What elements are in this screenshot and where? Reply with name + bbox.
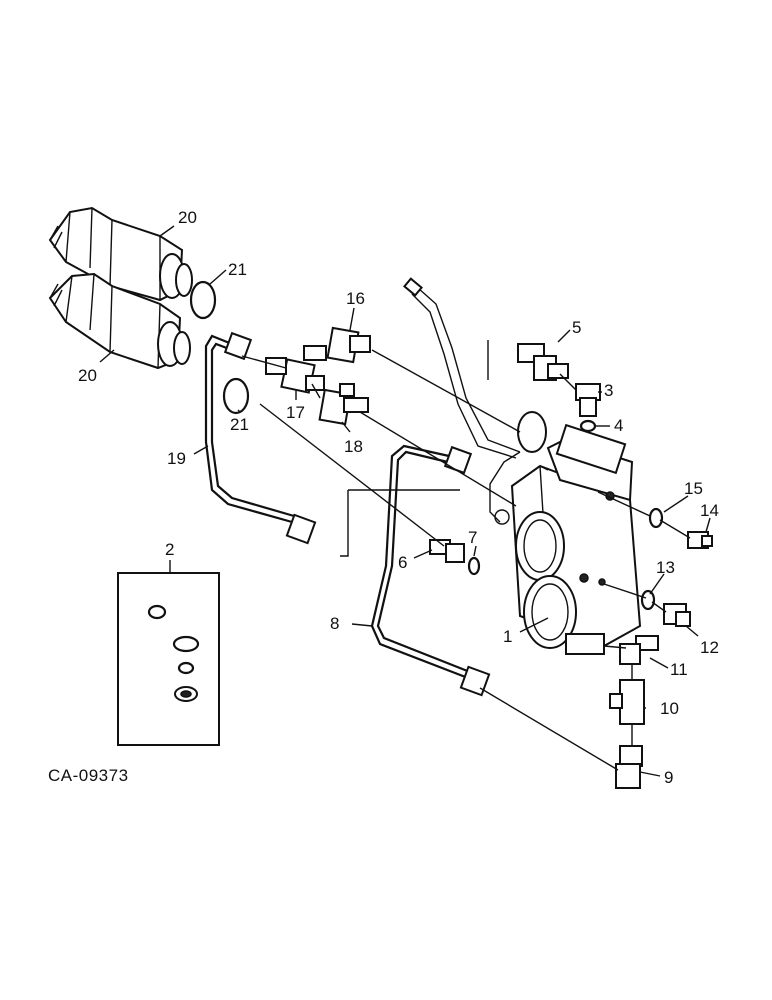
tee-connector-10 <box>609 679 645 725</box>
adapter-fitting-11 <box>619 635 659 665</box>
tee-fitting-17 <box>265 357 325 394</box>
callout-21-upper: 21 <box>228 260 247 279</box>
callout-21-lower: 21 <box>230 415 249 434</box>
tube-8 <box>370 444 469 680</box>
elbow-fitting-9 <box>615 745 643 789</box>
callout-1: 1 <box>503 627 512 646</box>
callout-18: 18 <box>344 437 363 456</box>
callout-12: 12 <box>700 638 719 657</box>
o-ring-13 <box>640 589 656 611</box>
elbow-fitting-5 <box>517 343 569 381</box>
callout-10: 10 <box>660 699 679 718</box>
wire-harness <box>417 287 521 453</box>
o-ring-4 <box>579 419 597 433</box>
callout-4: 4 <box>614 416 623 435</box>
elbow-fitting-16 <box>303 326 371 364</box>
o-ring-15 <box>648 507 664 529</box>
seal-kit-box <box>117 560 220 746</box>
callout-2: 2 <box>165 540 174 559</box>
callout-3: 3 <box>604 381 613 400</box>
plug-14 <box>687 531 713 549</box>
relief-valve-upper <box>48 206 193 302</box>
callout-14: 14 <box>700 501 719 520</box>
adapter-fitting-3 <box>575 383 601 417</box>
callout-13: 13 <box>656 558 675 577</box>
o-ring-lower <box>222 377 250 415</box>
callout-15: 15 <box>684 479 703 498</box>
callout-9: 9 <box>664 768 673 787</box>
callout-19: 19 <box>167 449 186 468</box>
relief-valve-lower <box>48 272 191 370</box>
callout-6: 6 <box>398 553 407 572</box>
tee-fitting-18 <box>318 383 369 426</box>
o-ring-upper <box>189 280 217 320</box>
elbow-fitting-12 <box>663 603 691 627</box>
callout-20-lower: 20 <box>78 366 97 385</box>
callout-5: 5 <box>572 318 581 337</box>
callout-7: 7 <box>468 528 477 547</box>
callout-17: 17 <box>286 403 305 422</box>
callout-11: 11 <box>670 660 688 679</box>
valve-body <box>510 411 642 655</box>
tube-19 <box>204 334 293 524</box>
o-ring-7 <box>467 556 481 576</box>
callout-8: 8 <box>330 614 339 633</box>
callout-20-upper: 20 <box>178 208 197 227</box>
drawing-reference-code: CA-09373 <box>48 766 129 785</box>
connector-fitting-6 <box>429 539 465 563</box>
callout-16: 16 <box>346 289 365 308</box>
